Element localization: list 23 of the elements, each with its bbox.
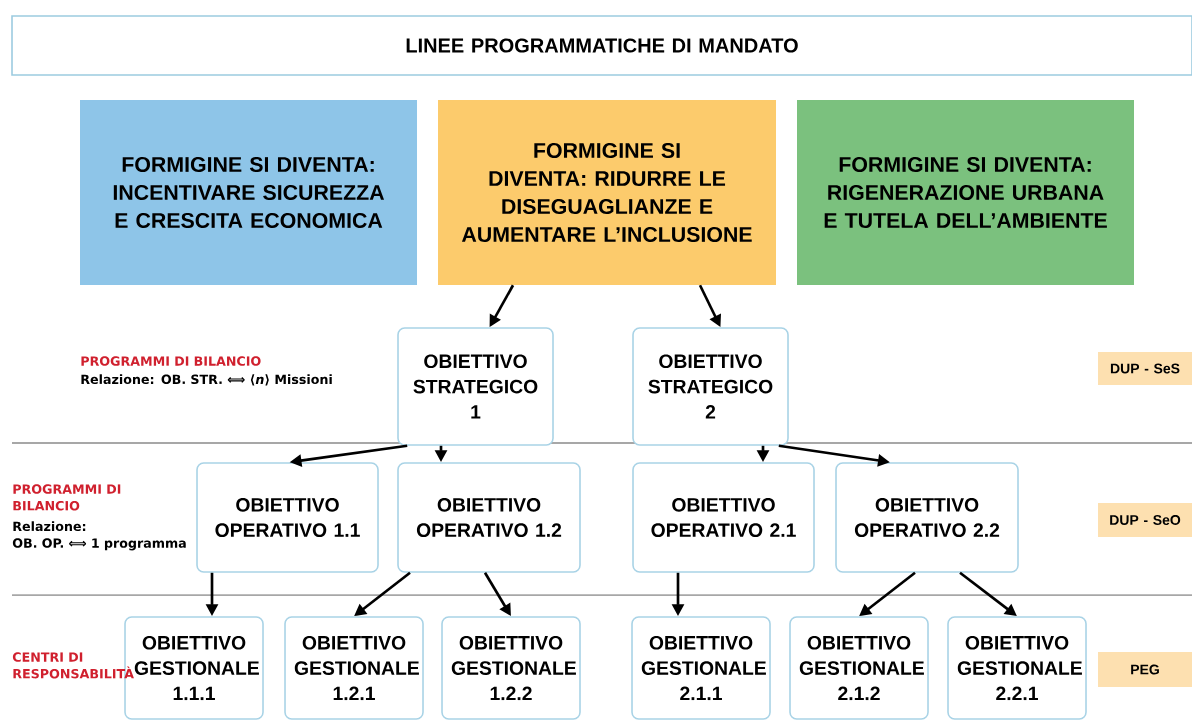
objective-box: OBIETTIVO STRATEGICO 2 — [632, 327, 789, 446]
theme-box: FORMIGINE SI DIVENTA: RIGENERAZIONE URBANA E TUTELA DELL’AMBIENTE — [797, 100, 1134, 285]
section-heading: CENTRI DI RESPONSABILITÀ — [12, 652, 134, 679]
relation-note: Relazione: OB. STR. ⟺ ⟨n⟩ Missioni — [81, 374, 332, 386]
objective-box: OBIETTIVO GESTIONALE 1.2.2 — [441, 616, 581, 720]
objective-box: OBIETTIVO GESTIONALE 2.1.2 — [789, 616, 929, 720]
objective-box: OBIETTIVO GESTIONALE 2.2.1 — [947, 616, 1087, 720]
theme-box: FORMIGINE SI DIVENTA: INCENTIVARE SICUREZZA E CRESCITA ECONOMICA — [80, 100, 417, 285]
objective-box: OBIETTIVO STRATEGICO 1 — [397, 327, 554, 446]
title-box: LINEE PROGRAMMATICHE DI MANDATO — [11, 15, 1192, 76]
objective-box: OBIETTIVO OPERATIVO 1.2 — [397, 462, 581, 573]
relation-note: Relazione: — [13, 521, 86, 532]
objective-box: OBIETTIVO GESTIONALE 2.1.1 — [631, 616, 771, 720]
objective-box: OBIETTIVO OPERATIVO 2.2 — [835, 462, 1019, 573]
section-heading: PROGRAMMI DI BILANCIO — [81, 356, 261, 366]
document-tag: DUP - SeS — [1098, 352, 1192, 385]
theme-box: FORMIGINE SI DIVENTA: RIDURRE LE DISEGUAGLIANZE E AUMENTARE L’INCLUSIONE — [438, 100, 776, 285]
document-tag: DUP - SeO — [1098, 503, 1192, 537]
document-tag: PEG — [1098, 652, 1192, 687]
objective-box: OBIETTIVO OPERATIVO 1.1 — [196, 462, 379, 573]
objective-box: OBIETTIVO GESTIONALE 1.2.1 — [284, 616, 424, 720]
section-heading: PROGRAMMI DI BILANCIO — [13, 484, 121, 511]
objective-box: OBIETTIVO OPERATIVO 2.1 — [632, 462, 815, 573]
